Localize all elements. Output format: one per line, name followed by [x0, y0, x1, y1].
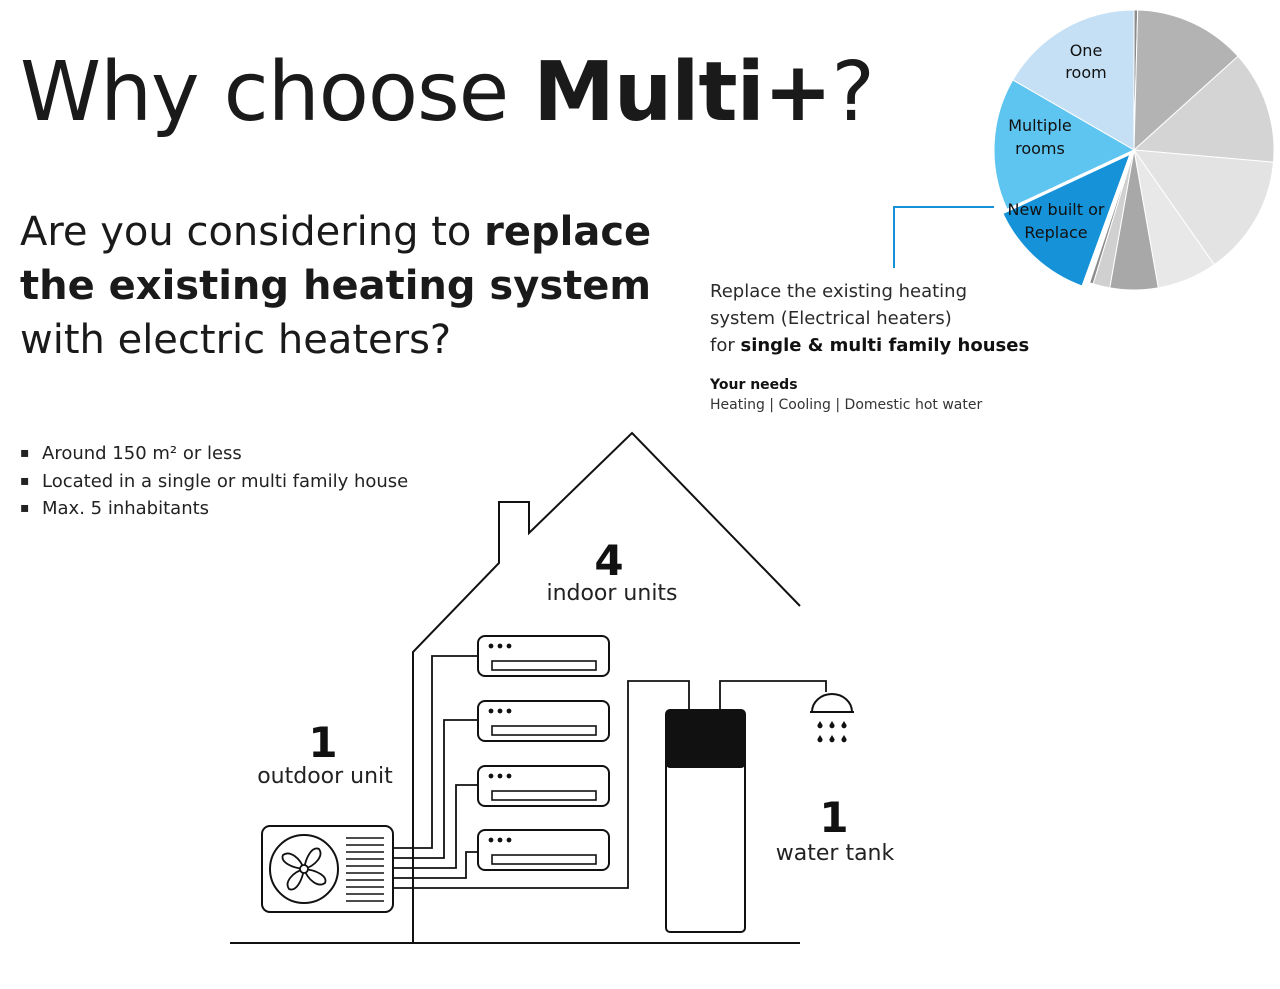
title-prefix: Why choose	[20, 45, 534, 140]
replace-line1: Replace the existing heating	[710, 281, 967, 302]
needs-items: Heating | Cooling | Domestic hot water	[710, 397, 983, 413]
replace-description: Replace the existing heating system (Ele…	[710, 278, 1029, 359]
water-tank-count: 1	[819, 793, 848, 842]
pie-chart: One room Multiple rooms New built or Rep…	[993, 9, 1275, 291]
refrigerant-pipes	[393, 655, 690, 889]
pie-grey-segment	[1132, 55, 1275, 163]
indoor-unit	[477, 635, 610, 677]
pie-segment-multiple-rooms	[993, 79, 1136, 210]
needs-block: Your needs Heating | Cooling | Domestic …	[710, 375, 982, 415]
subtitle-bold: replace the existing heating system	[20, 209, 652, 309]
indoor-unit	[477, 700, 610, 742]
outdoor-unit-label: outdoor unit	[257, 764, 393, 789]
pie-segment-one-room	[1012, 9, 1135, 151]
pie-label-replace-line2: Replace	[1024, 223, 1087, 242]
pie-grey-segment	[1132, 149, 1275, 266]
list-item: Around 150 m² or less	[20, 440, 408, 468]
shower-icon	[810, 693, 854, 743]
pie-label-one-room-line2: room	[1065, 63, 1106, 82]
pie-grey-segment	[1088, 149, 1135, 285]
title-brand: Multi+	[533, 45, 832, 140]
subtitle-part1: Are you considering to	[20, 209, 485, 255]
outdoor-unit-count: 1	[308, 718, 337, 767]
subtitle-part2: with electric heaters?	[20, 317, 452, 363]
replace-line3-prefix: for	[710, 335, 741, 356]
indoor-units-count: 4	[594, 536, 623, 585]
pie-label-replace-line1: New built or	[1008, 200, 1105, 219]
replace-line2: system (Electrical heaters)	[710, 308, 952, 329]
water-tank	[665, 680, 827, 933]
fan-icon	[281, 847, 327, 891]
outdoor-unit	[261, 825, 394, 913]
pie-label-multiple-rooms-line1: Multiple	[1008, 116, 1072, 135]
pie-grey-segment	[1133, 9, 1239, 152]
replace-line3-bold: single & multi family houses	[740, 335, 1030, 356]
page-title: Why choose Multi+?	[20, 52, 875, 134]
pie-label-multiple-rooms-line2: rooms	[1015, 139, 1065, 158]
outdoor-unit-grille	[346, 837, 384, 902]
list-item: Located in a single or multi family hous…	[20, 468, 408, 496]
pie-label-one-room-line1: One	[1070, 41, 1103, 60]
needs-title: Your needs	[710, 377, 798, 393]
indoor-units-label: indoor units	[546, 581, 677, 606]
indoor-unit	[477, 765, 610, 807]
list-item: Max. 5 inhabitants	[20, 495, 408, 523]
subtitle-question: Are you considering to replace the exist…	[20, 205, 660, 367]
leader-line	[893, 206, 994, 268]
water-tank-label: water tank	[776, 841, 895, 866]
indoor-unit	[477, 829, 610, 871]
house-outline	[412, 431, 801, 943]
pie-segment-new-built-or-replace	[1002, 153, 1131, 287]
pie-grey-segments	[1088, 9, 1275, 291]
title-suffix: ?	[831, 45, 875, 140]
requirements-list: Around 150 m² or less Located in a singl…	[20, 440, 408, 523]
